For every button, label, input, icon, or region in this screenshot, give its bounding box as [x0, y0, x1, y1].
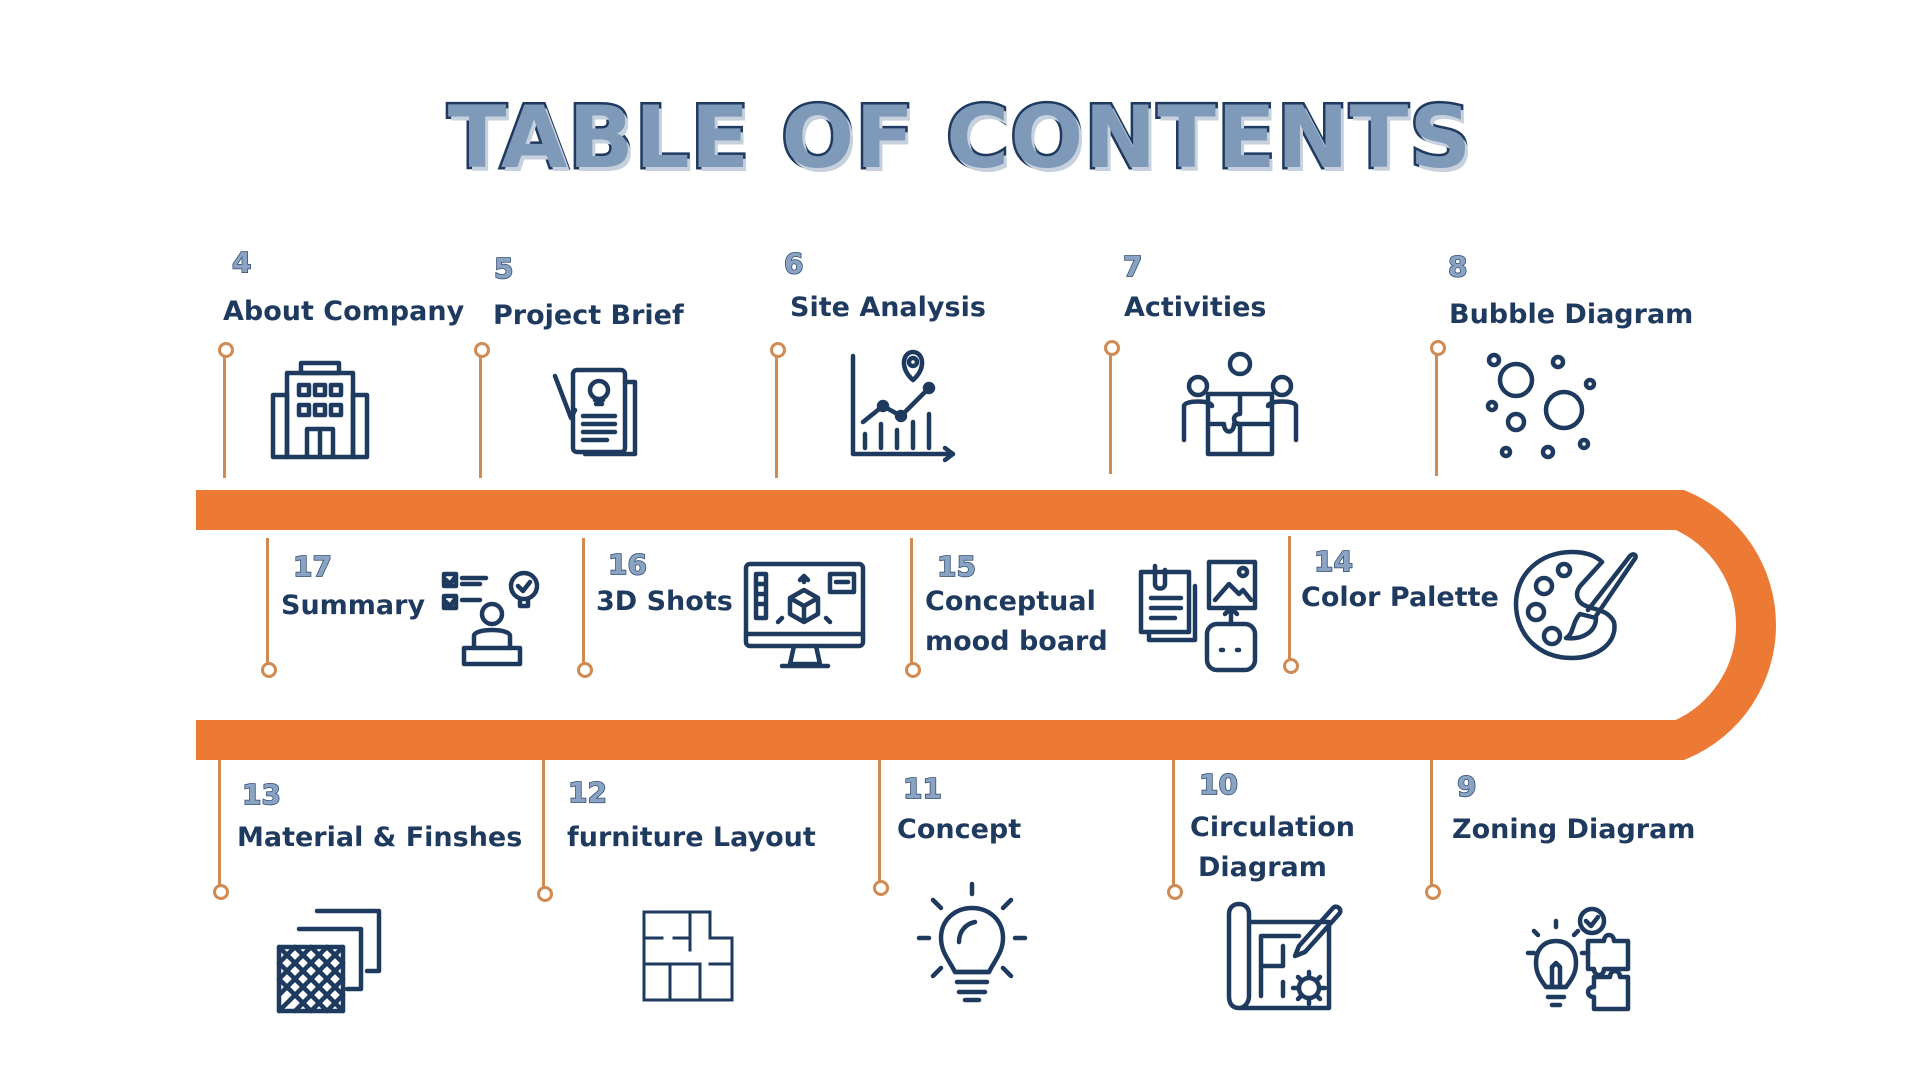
item-number: 12 [567, 775, 607, 810]
item-label-line2: Diagram [1198, 852, 1327, 883]
item-number: 14 [1313, 544, 1353, 579]
3d-monitor-icon [743, 561, 866, 669]
pin-line [910, 538, 913, 666]
mood-board-icon [1138, 559, 1258, 673]
pin-line [1430, 760, 1433, 888]
item-number: 13 [241, 777, 281, 812]
pin-line [1109, 354, 1112, 474]
item-label-line2: mood board [925, 626, 1108, 657]
pin-dot [1167, 884, 1183, 900]
pin-dot [261, 662, 277, 678]
blueprint-icon [1226, 901, 1343, 1011]
pin-line [479, 356, 482, 478]
item-number: 8 [1447, 249, 1468, 284]
item-label: About Company [223, 296, 465, 327]
item-number: 17 [292, 549, 332, 584]
pin-line [582, 538, 585, 666]
pin-dot [1104, 340, 1120, 356]
pin-line [266, 538, 269, 666]
item-number: 7 [1122, 249, 1143, 284]
item-number: 9 [1456, 769, 1477, 804]
item-label: Bubble Diagram [1449, 299, 1694, 330]
material-layers-icon [276, 908, 382, 1014]
item-number: 11 [902, 771, 942, 806]
palette-icon [1513, 549, 1638, 661]
item-label: Project Brief [493, 300, 684, 331]
pin-line [1435, 354, 1438, 476]
pin-dot [1430, 340, 1446, 356]
item-label: Material & Finshes [237, 822, 523, 853]
pin-dot [770, 342, 786, 358]
item-label: Concept [897, 814, 1022, 845]
pin-dot [1425, 884, 1441, 900]
idea-puzzle-icon [1525, 906, 1631, 1012]
item-number: 4 [231, 245, 252, 280]
pin-line [223, 356, 226, 478]
pin-line [1288, 536, 1291, 662]
pin-dot [873, 880, 889, 896]
pin-line [775, 356, 778, 478]
building-icon [270, 360, 370, 460]
floor-plan-icon [642, 910, 734, 1002]
item-label: Color Palette [1301, 582, 1499, 613]
brief-document-icon [552, 367, 638, 457]
pin-line [542, 760, 545, 890]
item-label: Site Analysis [790, 292, 986, 323]
page-title: TABLE OF CONTENTS [445, 86, 1474, 191]
team-puzzle-icon [1181, 351, 1299, 457]
pin-dot [537, 886, 553, 902]
bubbles-icon [1485, 352, 1597, 460]
item-label: furniture Layout [567, 822, 816, 853]
presentation-icon [441, 570, 540, 667]
pin-dot [1283, 658, 1299, 674]
pin-dot [213, 884, 229, 900]
lightbulb-icon [916, 881, 1028, 1003]
item-label: Summary [281, 590, 426, 621]
pin-dot [577, 662, 593, 678]
item-number: 6 [783, 246, 804, 281]
item-label: Conceptual [925, 586, 1096, 617]
item-number: 5 [493, 251, 514, 286]
item-label: Activities [1124, 292, 1267, 323]
pin-line [218, 760, 221, 888]
pin-line [1172, 760, 1175, 888]
item-number: 10 [1198, 767, 1238, 802]
item-label: 3D Shots [596, 586, 733, 617]
pin-line [878, 760, 881, 884]
item-label: Circulation [1190, 812, 1356, 843]
item-label: Zoning Diagram [1452, 814, 1696, 845]
item-number: 15 [936, 549, 976, 584]
analysis-chart-icon [850, 349, 956, 463]
item-number: 16 [607, 547, 647, 582]
pin-dot [218, 342, 234, 358]
pin-dot [905, 662, 921, 678]
pin-dot [474, 342, 490, 358]
